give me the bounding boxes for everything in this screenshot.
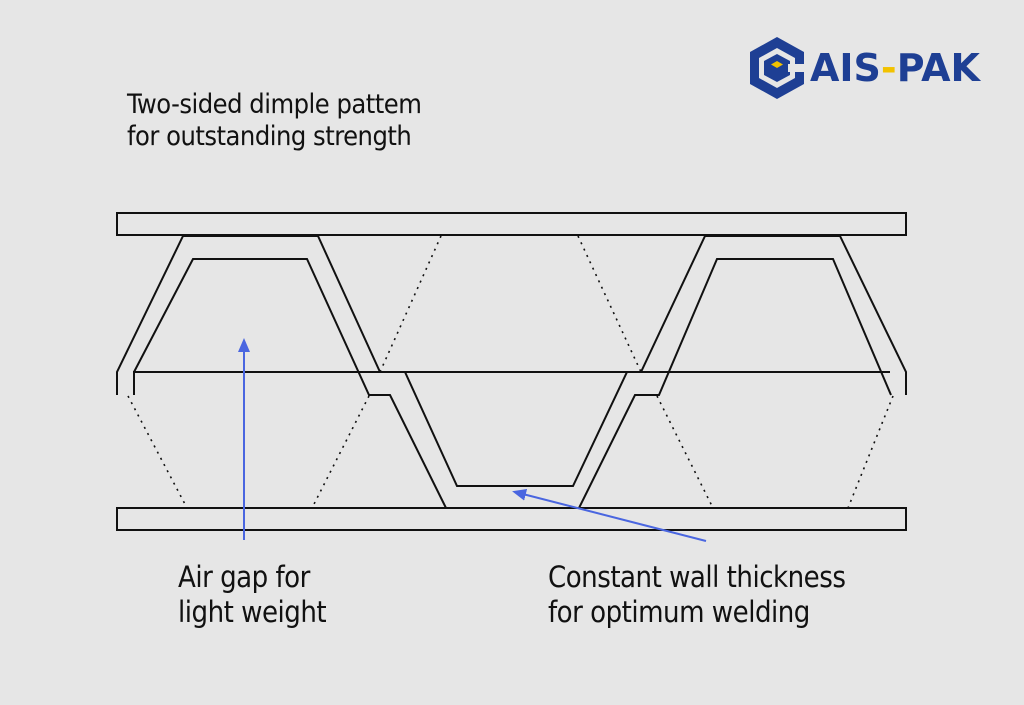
title-line-1: Two-sided dimple pattem [127, 89, 422, 120]
title-line-2: for outstanding strength [127, 121, 412, 153]
logo-wordmark: AIS-PAK [810, 49, 980, 87]
air-gap-annotation: Air gap for light weight [178, 560, 327, 630]
diagram-title: Two-sided dimple pattem for outstanding … [127, 89, 422, 154]
hidden-dimple-lines [127, 235, 894, 509]
dimple-wall-inner [133, 258, 892, 509]
logo-text-pak: PAK [896, 46, 980, 90]
logo-text-ais: AIS [810, 46, 881, 90]
top-plate [116, 212, 907, 236]
logo-text-dash: - [880, 46, 897, 90]
bottom-plate [116, 507, 907, 531]
ais-pak-logo: AIS-PAK [748, 36, 980, 100]
wall-line-2: for optimum welding [548, 594, 810, 629]
air-gap-line-1: Air gap for [178, 560, 310, 594]
air-gap-line-2: light weight [178, 594, 327, 629]
wall-thickness-annotation: Constant wall thickness for optimum weld… [548, 560, 846, 630]
wall-thickness-arrow [512, 488, 707, 542]
hexagon-cube-logo-icon [750, 37, 806, 99]
wall-line-1: Constant wall thickness [548, 560, 846, 594]
dimple-wall-outer [116, 235, 907, 487]
